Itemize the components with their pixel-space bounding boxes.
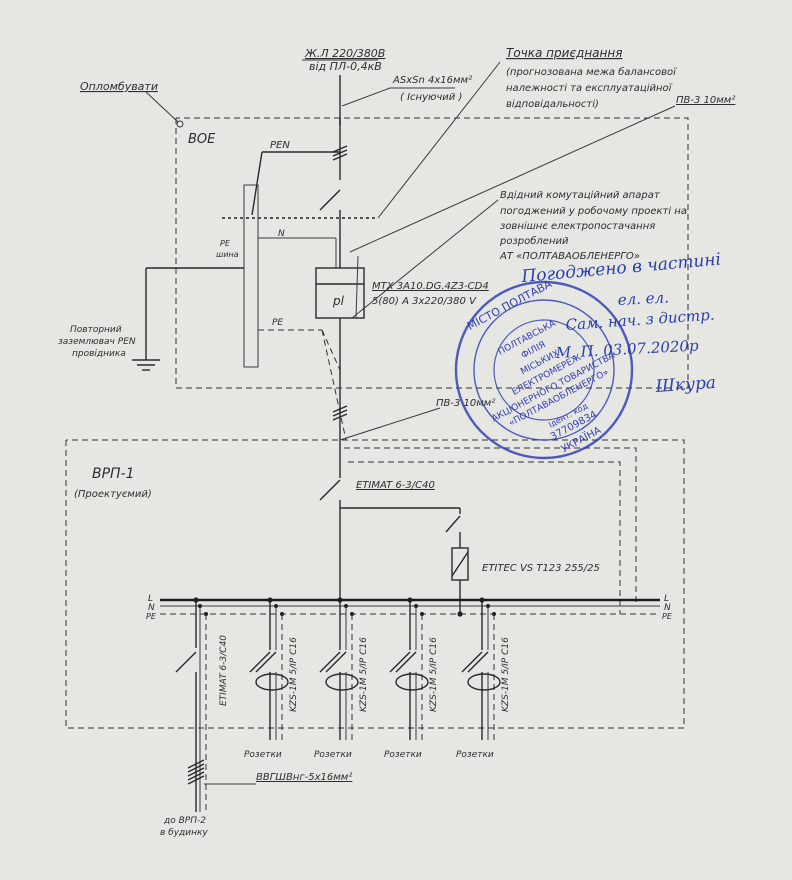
ground-note-3: провідника (72, 349, 126, 359)
voe-enclosure (175, 117, 689, 389)
switch-note-leader (351, 199, 499, 319)
vrp-title: ВРП-1 (92, 466, 135, 482)
supply-voltage: Ж.Л 220/380В (304, 47, 385, 60)
switch-note-5: АТ «ПОЛТАВАОБЛЕНЕРГО» (499, 251, 640, 262)
pen-label: PEN (270, 140, 290, 151)
outlet-label: Розетки (384, 750, 422, 760)
meter-rating: 5(80) A 3x220/380 V (372, 296, 477, 307)
vrp-subtitle: (Проектуємий) (74, 489, 152, 500)
meter-model: MTX 3A10.DG.4Z3-CD4 (372, 281, 489, 292)
rcbo-label: KZS-1M 5/IP С16 (429, 637, 439, 712)
pe-return (348, 461, 621, 614)
pe-bus-label: PE (220, 239, 231, 248)
voe-switch-blade (319, 189, 341, 211)
n-label: N (278, 229, 285, 239)
connection-point-note-1: (прогнозована межа балансової (506, 66, 677, 78)
pe-bus (243, 184, 259, 368)
seal-leader (145, 91, 179, 123)
outlet-label: Розетки (456, 750, 494, 760)
supply-cable-note: ( Існуючий ) (400, 92, 462, 103)
pv-cable-top: ПВ-3 10мм² (676, 95, 735, 106)
connection-point-note-3: відповідальності) (506, 98, 599, 110)
outgoing-cable: ВВГШВнг-5x16мм² (256, 772, 352, 783)
bus-label-pe: PE (146, 612, 157, 621)
bus-label-l-right: L (664, 594, 669, 604)
supply-cable: ASxSn 4x16мм² (392, 75, 472, 86)
switch-note-3: зовнішнє електропостачання (500, 220, 655, 232)
rcbo-switch (319, 651, 341, 673)
ground-note-1: Повторний (70, 325, 122, 335)
rcbo-switch (461, 651, 483, 673)
meter-symbol: pl (332, 294, 345, 308)
pv-cable-mid: ПВ-3 10мм² (436, 398, 495, 409)
rcbo-switch (389, 651, 411, 673)
rcbo-label: KZS-1M 5/IP С16 (501, 637, 511, 712)
handwriting-line: ел. ел. (617, 288, 669, 309)
bus-label-pe-right: PE (662, 612, 673, 621)
bus-label-l: L (148, 594, 153, 604)
connection-point-note-2: належності та експлуатаційної (506, 82, 673, 94)
pe-bus-label-2: шина (216, 250, 239, 259)
feeder-breaker-label: ETIMAT 6-3/C40 (219, 635, 229, 706)
spd-pe-junction (457, 611, 463, 617)
bus-label-n-right: N (664, 603, 671, 613)
outlet-label: Розетки (244, 750, 282, 760)
switch-note-1: Вдідний комутаційний апарат (500, 189, 661, 201)
feeder-breaker (175, 651, 197, 673)
rcbo-toroid (255, 673, 289, 691)
seal-icon (176, 120, 184, 128)
switch-note-2: погоджений у робочому проекті на (500, 205, 687, 217)
connection-point-title: Точка приєднання (506, 46, 622, 60)
surge-protector-label: ETITEC VS T123 255/25 (482, 563, 600, 574)
voe-label: ВОЕ (188, 132, 216, 147)
pe-label: PE (272, 318, 283, 328)
feeder-to-vrp2: ETIMAT 6-3/C40 (175, 597, 229, 812)
ground-note-2: заземлювач PEN (58, 337, 136, 347)
main-breaker-label: ETIMAT 6-3/C40 (356, 480, 435, 491)
switch-note-4: розроблений (499, 235, 569, 247)
bus-label-n: N (148, 603, 155, 613)
handwriting-line: Шкура (654, 373, 717, 397)
to-vrp2-2: в будинку (160, 828, 208, 838)
n-return (344, 447, 637, 606)
to-vrp2-1: до ВРП-2 (163, 816, 206, 826)
seal-label: Опломбувати (80, 80, 158, 93)
main-breaker (319, 479, 341, 501)
vrp-enclosure (65, 439, 685, 729)
rcbo-toroid (395, 673, 429, 691)
rcbo-label: KZS-1M 5/IP С16 (359, 637, 369, 712)
connection-point-leader (377, 61, 501, 219)
rcbo-label: KZS-1M 5/IP С16 (289, 637, 299, 712)
rcbo-switch (249, 651, 271, 673)
rcbo-toroid (467, 673, 501, 691)
supply-source: від ПЛ-0,4кВ (309, 60, 382, 73)
rcbo-toroid (325, 673, 359, 691)
outlet-label: Розетки (314, 750, 352, 760)
